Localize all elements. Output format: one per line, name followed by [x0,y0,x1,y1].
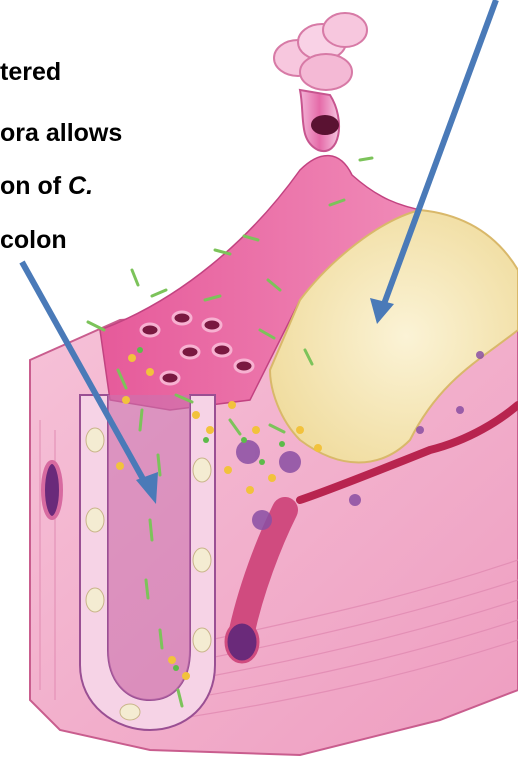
caption-line-1: tered [0,60,61,85]
caption-line-2: ora allows [0,121,122,146]
caption-line-3-text: on of [0,172,68,200]
caption-line-4: colon [0,228,67,253]
caption-organism-abbrev: C. [68,172,93,200]
caption-line-3: on of C. [0,174,93,199]
intestine-loops [274,13,367,151]
vessel-cross-section [43,462,61,518]
